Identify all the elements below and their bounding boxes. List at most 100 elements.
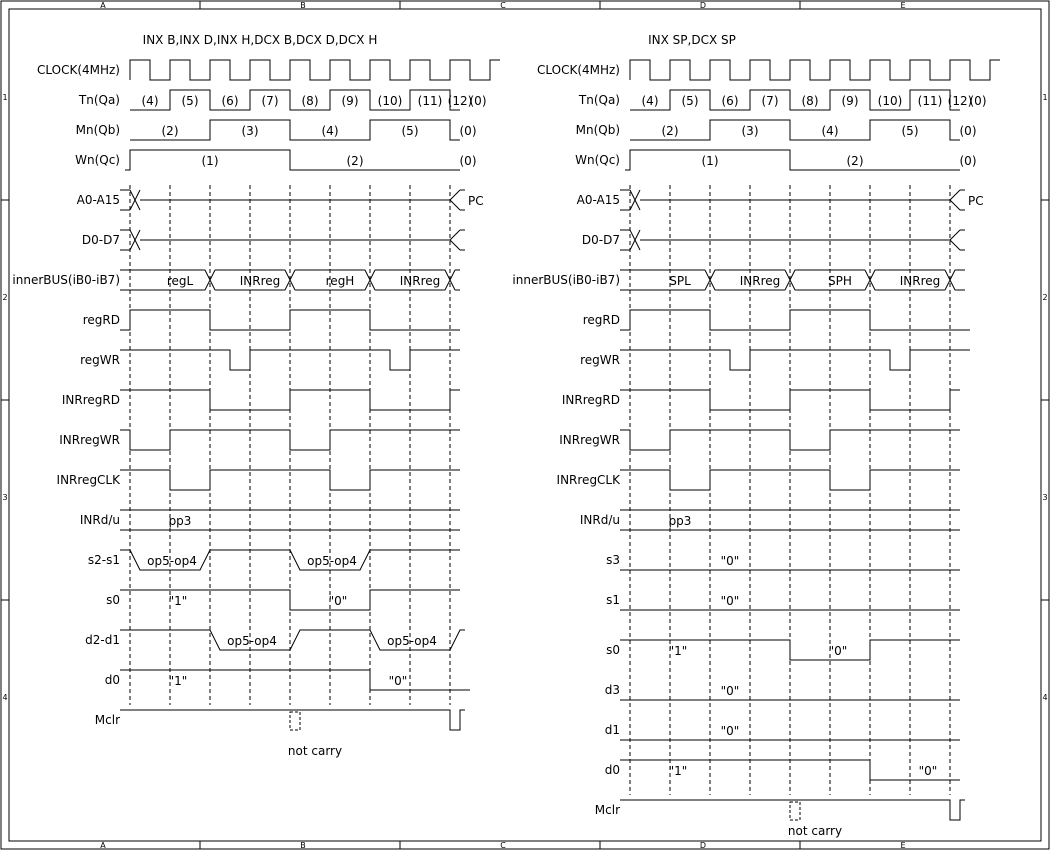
bus-value-label: INRreg bbox=[900, 274, 941, 288]
addr-waveform bbox=[129, 189, 141, 211]
regrd-waveform bbox=[120, 309, 460, 331]
bus-value-label: INRreg bbox=[740, 274, 781, 288]
signal-label-s21: s2-s1 bbox=[88, 553, 120, 567]
tn-value-label: (0) bbox=[470, 94, 487, 108]
signal-label-wn: Wn(Qc) bbox=[575, 153, 620, 167]
row-marker-right: 4 bbox=[1042, 693, 1047, 702]
tn-value-label: (0) bbox=[970, 94, 987, 108]
bus-value-label: SPL bbox=[669, 274, 691, 288]
signal-label-inrdu: INRd/u bbox=[580, 513, 620, 527]
tn-value-label: (12) bbox=[948, 94, 973, 108]
bus-waveform-crossover bbox=[784, 269, 796, 291]
d21-value-label: op5-op4 bbox=[387, 634, 437, 648]
bus-waveform-crossover bbox=[444, 269, 456, 291]
signal-label-inrclk: INRregCLK bbox=[557, 473, 622, 487]
tn-value-label: (9) bbox=[342, 94, 359, 108]
signal-label-bus: innerBUS(iB0-iB7) bbox=[12, 273, 120, 287]
tn-value-label: (5) bbox=[682, 94, 699, 108]
bus-waveform-crossover bbox=[944, 269, 956, 291]
timing-panel-right: INX SP,DCX SP CLOCK(4MHz)Tn(Qa)Mn(Qb)Wn(… bbox=[512, 33, 1000, 838]
signal-waveforms: (4)(5)(6)(7)(8)(9)(10)(11)(12)(0)(2)(3)(… bbox=[120, 59, 500, 758]
d1-value-label: "0" bbox=[721, 724, 740, 738]
signal-label-addr: A0-A15 bbox=[577, 193, 620, 207]
signal-label-inrrd: INRregRD bbox=[562, 393, 620, 407]
column-marker-bottom: B bbox=[300, 841, 306, 850]
inrdu-value-label: pp3 bbox=[669, 514, 692, 528]
bus-waveform-crossover bbox=[364, 269, 376, 291]
signal-label-regrd: regRD bbox=[583, 313, 620, 327]
signal-label-mclr: Mclr bbox=[95, 713, 120, 727]
tn-value-label: (7) bbox=[262, 94, 279, 108]
tn-waveform bbox=[130, 89, 460, 111]
data-waveform bbox=[949, 229, 961, 241]
data-waveform bbox=[449, 229, 461, 241]
s21-value-label: op5-op4 bbox=[147, 554, 197, 568]
regrd-waveform bbox=[620, 309, 970, 331]
d21-waveform bbox=[120, 629, 465, 651]
row-marker-right: 1 bbox=[1042, 93, 1047, 102]
d0-value-label: "0" bbox=[919, 764, 938, 778]
tn-value-label: (6) bbox=[722, 94, 739, 108]
bus-value-label: INRreg bbox=[400, 274, 441, 288]
inrrd-waveform bbox=[620, 389, 960, 411]
signal-label-bus: innerBUS(iB0-iB7) bbox=[512, 273, 620, 287]
s0-value-label: "1" bbox=[169, 594, 188, 608]
signal-label-s1: s1 bbox=[606, 593, 620, 607]
regwr-waveform bbox=[120, 349, 460, 371]
wn-waveform bbox=[625, 149, 960, 171]
signal-label-d3: d3 bbox=[605, 683, 620, 697]
signal-label-regwr: regWR bbox=[80, 353, 120, 367]
wn-value-label: (1) bbox=[202, 154, 219, 168]
signal-label-mn: Mn(Qb) bbox=[76, 123, 120, 137]
bus-value-label: regL bbox=[167, 274, 194, 288]
signal-label-s0: s0 bbox=[106, 593, 120, 607]
mn-value-label: (2) bbox=[662, 124, 679, 138]
signal-label-mclr: Mclr bbox=[595, 803, 620, 817]
mn-value-label: (4) bbox=[822, 124, 839, 138]
tn-value-label: (10) bbox=[378, 94, 403, 108]
wn-waveform bbox=[125, 149, 460, 171]
signal-label-d0: d0 bbox=[105, 673, 120, 687]
column-marker-bottom: A bbox=[100, 841, 106, 850]
tn-value-label: (11) bbox=[918, 94, 943, 108]
row-marker-right: 3 bbox=[1042, 493, 1047, 502]
addr-pc-label: PC bbox=[468, 194, 484, 208]
mn-waveform bbox=[130, 119, 460, 141]
mclr-pulse-ghost bbox=[789, 801, 801, 821]
bus-waveform-crossover bbox=[284, 269, 296, 291]
timing-panel-left: INX B,INX D,INX H,DCX B,DCX D,DCX H CLOC… bbox=[12, 33, 500, 758]
mn-value-label: (0) bbox=[960, 124, 977, 138]
tn-value-label: (4) bbox=[642, 94, 659, 108]
signal-label-s0: s0 bbox=[606, 643, 620, 657]
signal-label-regwr: regWR bbox=[580, 353, 620, 367]
inrclk-waveform bbox=[620, 469, 960, 491]
signal-label-s3: s3 bbox=[606, 553, 620, 567]
signal-label-inrrd: INRregRD bbox=[62, 393, 120, 407]
bus-value-label: INRreg bbox=[240, 274, 281, 288]
row-marker-right: 2 bbox=[1042, 293, 1047, 302]
inrdu-value-label: pp3 bbox=[169, 514, 192, 528]
mn-value-label: (3) bbox=[742, 124, 759, 138]
column-marker-top: E bbox=[900, 1, 905, 10]
signal-label-mn: Mn(Qb) bbox=[576, 123, 620, 137]
tn-value-label: (12) bbox=[448, 94, 473, 108]
inrwr-waveform bbox=[620, 429, 960, 451]
panel-title: INX SP,DCX SP bbox=[648, 33, 736, 47]
column-marker-top: A bbox=[100, 1, 106, 10]
mn-value-label: (0) bbox=[460, 124, 477, 138]
signal-label-tn: Tn(Qa) bbox=[578, 93, 620, 107]
bus-value-label: SPH bbox=[828, 274, 852, 288]
d0-value-label: "1" bbox=[169, 674, 188, 688]
tn-value-label: (4) bbox=[142, 94, 159, 108]
row-marker-left: 4 bbox=[2, 693, 7, 702]
tn-value-label: (6) bbox=[222, 94, 239, 108]
mclr-note-label: not carry bbox=[788, 824, 842, 838]
mclr-waveform bbox=[120, 709, 465, 731]
addr-waveform bbox=[629, 189, 641, 211]
mn-value-label: (5) bbox=[902, 124, 919, 138]
d0-value-label: "1" bbox=[669, 764, 688, 778]
signal-label-tn: Tn(Qa) bbox=[78, 93, 120, 107]
row-marker-left: 2 bbox=[2, 293, 7, 302]
mn-value-label: (4) bbox=[322, 124, 339, 138]
